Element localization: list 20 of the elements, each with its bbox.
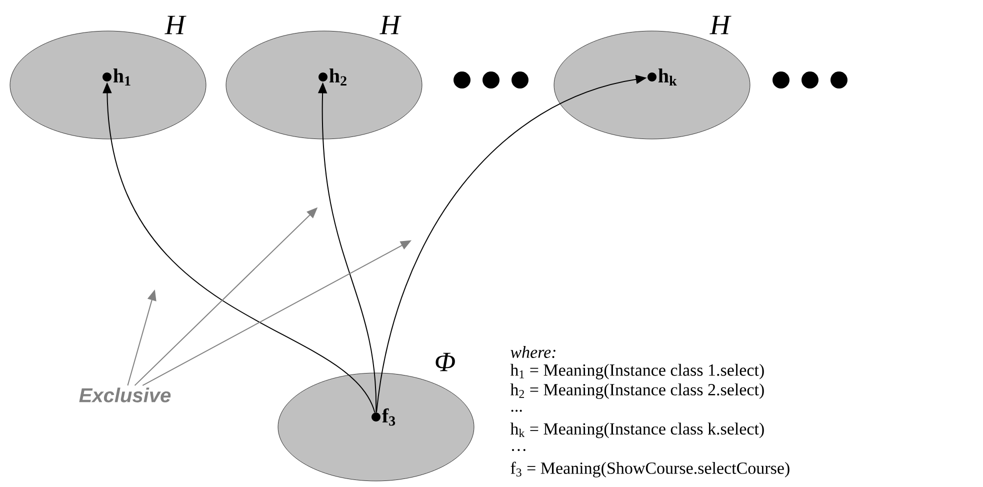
node-label: h$_{2}$ bbox=[329, 68, 346, 86]
point: h$_{2}$ bbox=[318, 68, 346, 86]
legend-text: h$_{k}$ = Meaning(Instance class k.select) bbox=[510, 422, 764, 438]
legend-text: h$_{2}$ = Meaning(Instance class 2.select) bbox=[510, 383, 764, 399]
point: f$_{3}$ bbox=[372, 408, 396, 426]
legend-text: h$_{1}$ = Meaning(Instance class 1.select) bbox=[510, 364, 764, 380]
point: h$_{1}$ bbox=[102, 68, 130, 86]
point: h$_{k}$ bbox=[648, 68, 677, 86]
legend-text: ... bbox=[511, 410, 522, 412]
node-label: f$_{3}$ bbox=[382, 408, 396, 426]
exclusive-label: Exclusive bbox=[79, 388, 171, 402]
node-label: H bbox=[710, 16, 732, 34]
node-label: H bbox=[164, 16, 186, 34]
legend-text: f$_{3}$ = Meaning(ShowCourse.selectCourse) bbox=[510, 462, 790, 478]
node-label: H bbox=[380, 16, 402, 34]
node-label: Φ bbox=[436, 352, 455, 372]
legend-text: where: bbox=[510, 346, 556, 358]
node-label: h$_{k}$ bbox=[658, 68, 677, 86]
legend-text: … bbox=[512, 448, 526, 451]
node-label: h$_{1}$ bbox=[113, 68, 130, 86]
